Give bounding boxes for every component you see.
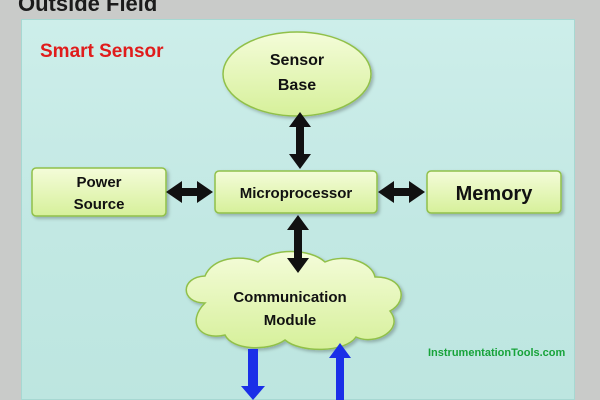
arrow-microprocessor-communication — [287, 215, 309, 273]
sensor-base-label-line2: Base — [278, 77, 316, 94]
power-source-label-line1: Power — [76, 174, 121, 191]
communication-module-label-line1: Communication — [233, 289, 346, 306]
memory-node — [426, 170, 562, 214]
power-source-label-line2: Source — [74, 196, 125, 213]
panel-title: Smart Sensor — [40, 41, 164, 62]
communication-module-label-line2: Module — [264, 312, 317, 329]
arrow-output-down — [241, 349, 265, 400]
memory-label: Memory — [456, 183, 534, 205]
sensor-base-label-line1: Sensor — [270, 52, 324, 69]
watermark-text: InstrumentationTools.com — [428, 347, 566, 359]
arrow-sensor-microprocessor — [289, 112, 311, 169]
arrow-microprocessor-memory — [378, 181, 425, 203]
microprocessor-label: Microprocessor — [240, 185, 353, 202]
communication-module-node — [185, 250, 402, 351]
arrow-input-up — [329, 343, 351, 400]
microprocessor-node — [214, 170, 378, 214]
sensor-base-node — [222, 31, 372, 117]
arrow-power-microprocessor — [166, 181, 213, 203]
diagram-header-title: Outside Field — [18, 0, 158, 16]
